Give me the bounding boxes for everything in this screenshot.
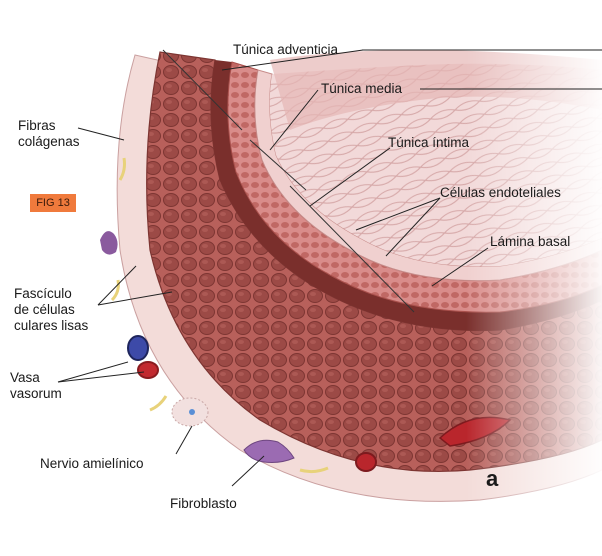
label-tunica-adventicia: Túnica adventicia — [233, 42, 339, 57]
figure-badge: FIG 13 — [36, 197, 70, 209]
leader-lines — [57, 49, 602, 487]
label-fasciculo-line2: de células — [14, 302, 75, 317]
layer-guides — [162, 49, 415, 313]
label-tunica-media: Túnica media — [321, 81, 403, 96]
label-lamina-basal: Lámina basal — [490, 234, 571, 249]
label-nervio-amielinico: Nervio amielínico — [40, 456, 144, 471]
label-fasciculo-line1: Fascículo — [14, 286, 72, 301]
fig-badge-bg — [30, 194, 76, 212]
label-fibras-line2: colágenas — [18, 134, 80, 149]
nerve-bundle — [171, 397, 209, 427]
label-tunica-intima: Túnica íntima — [388, 135, 470, 150]
label-fasciculo-line3: culares lisas — [14, 318, 89, 333]
right-fade — [300, 40, 602, 520]
label-vasa-line2: vasorum — [10, 386, 62, 401]
label-vasa-line1: Vasa — [10, 370, 40, 385]
label-celulas-endoteliales: Células endoteliales — [440, 185, 561, 200]
label-fibras-line1: Fibras — [18, 118, 56, 133]
label-fibroblasto: Fibroblasto — [170, 496, 237, 511]
panel-letter: a — [486, 466, 499, 491]
fibroblasts — [100, 231, 295, 463]
